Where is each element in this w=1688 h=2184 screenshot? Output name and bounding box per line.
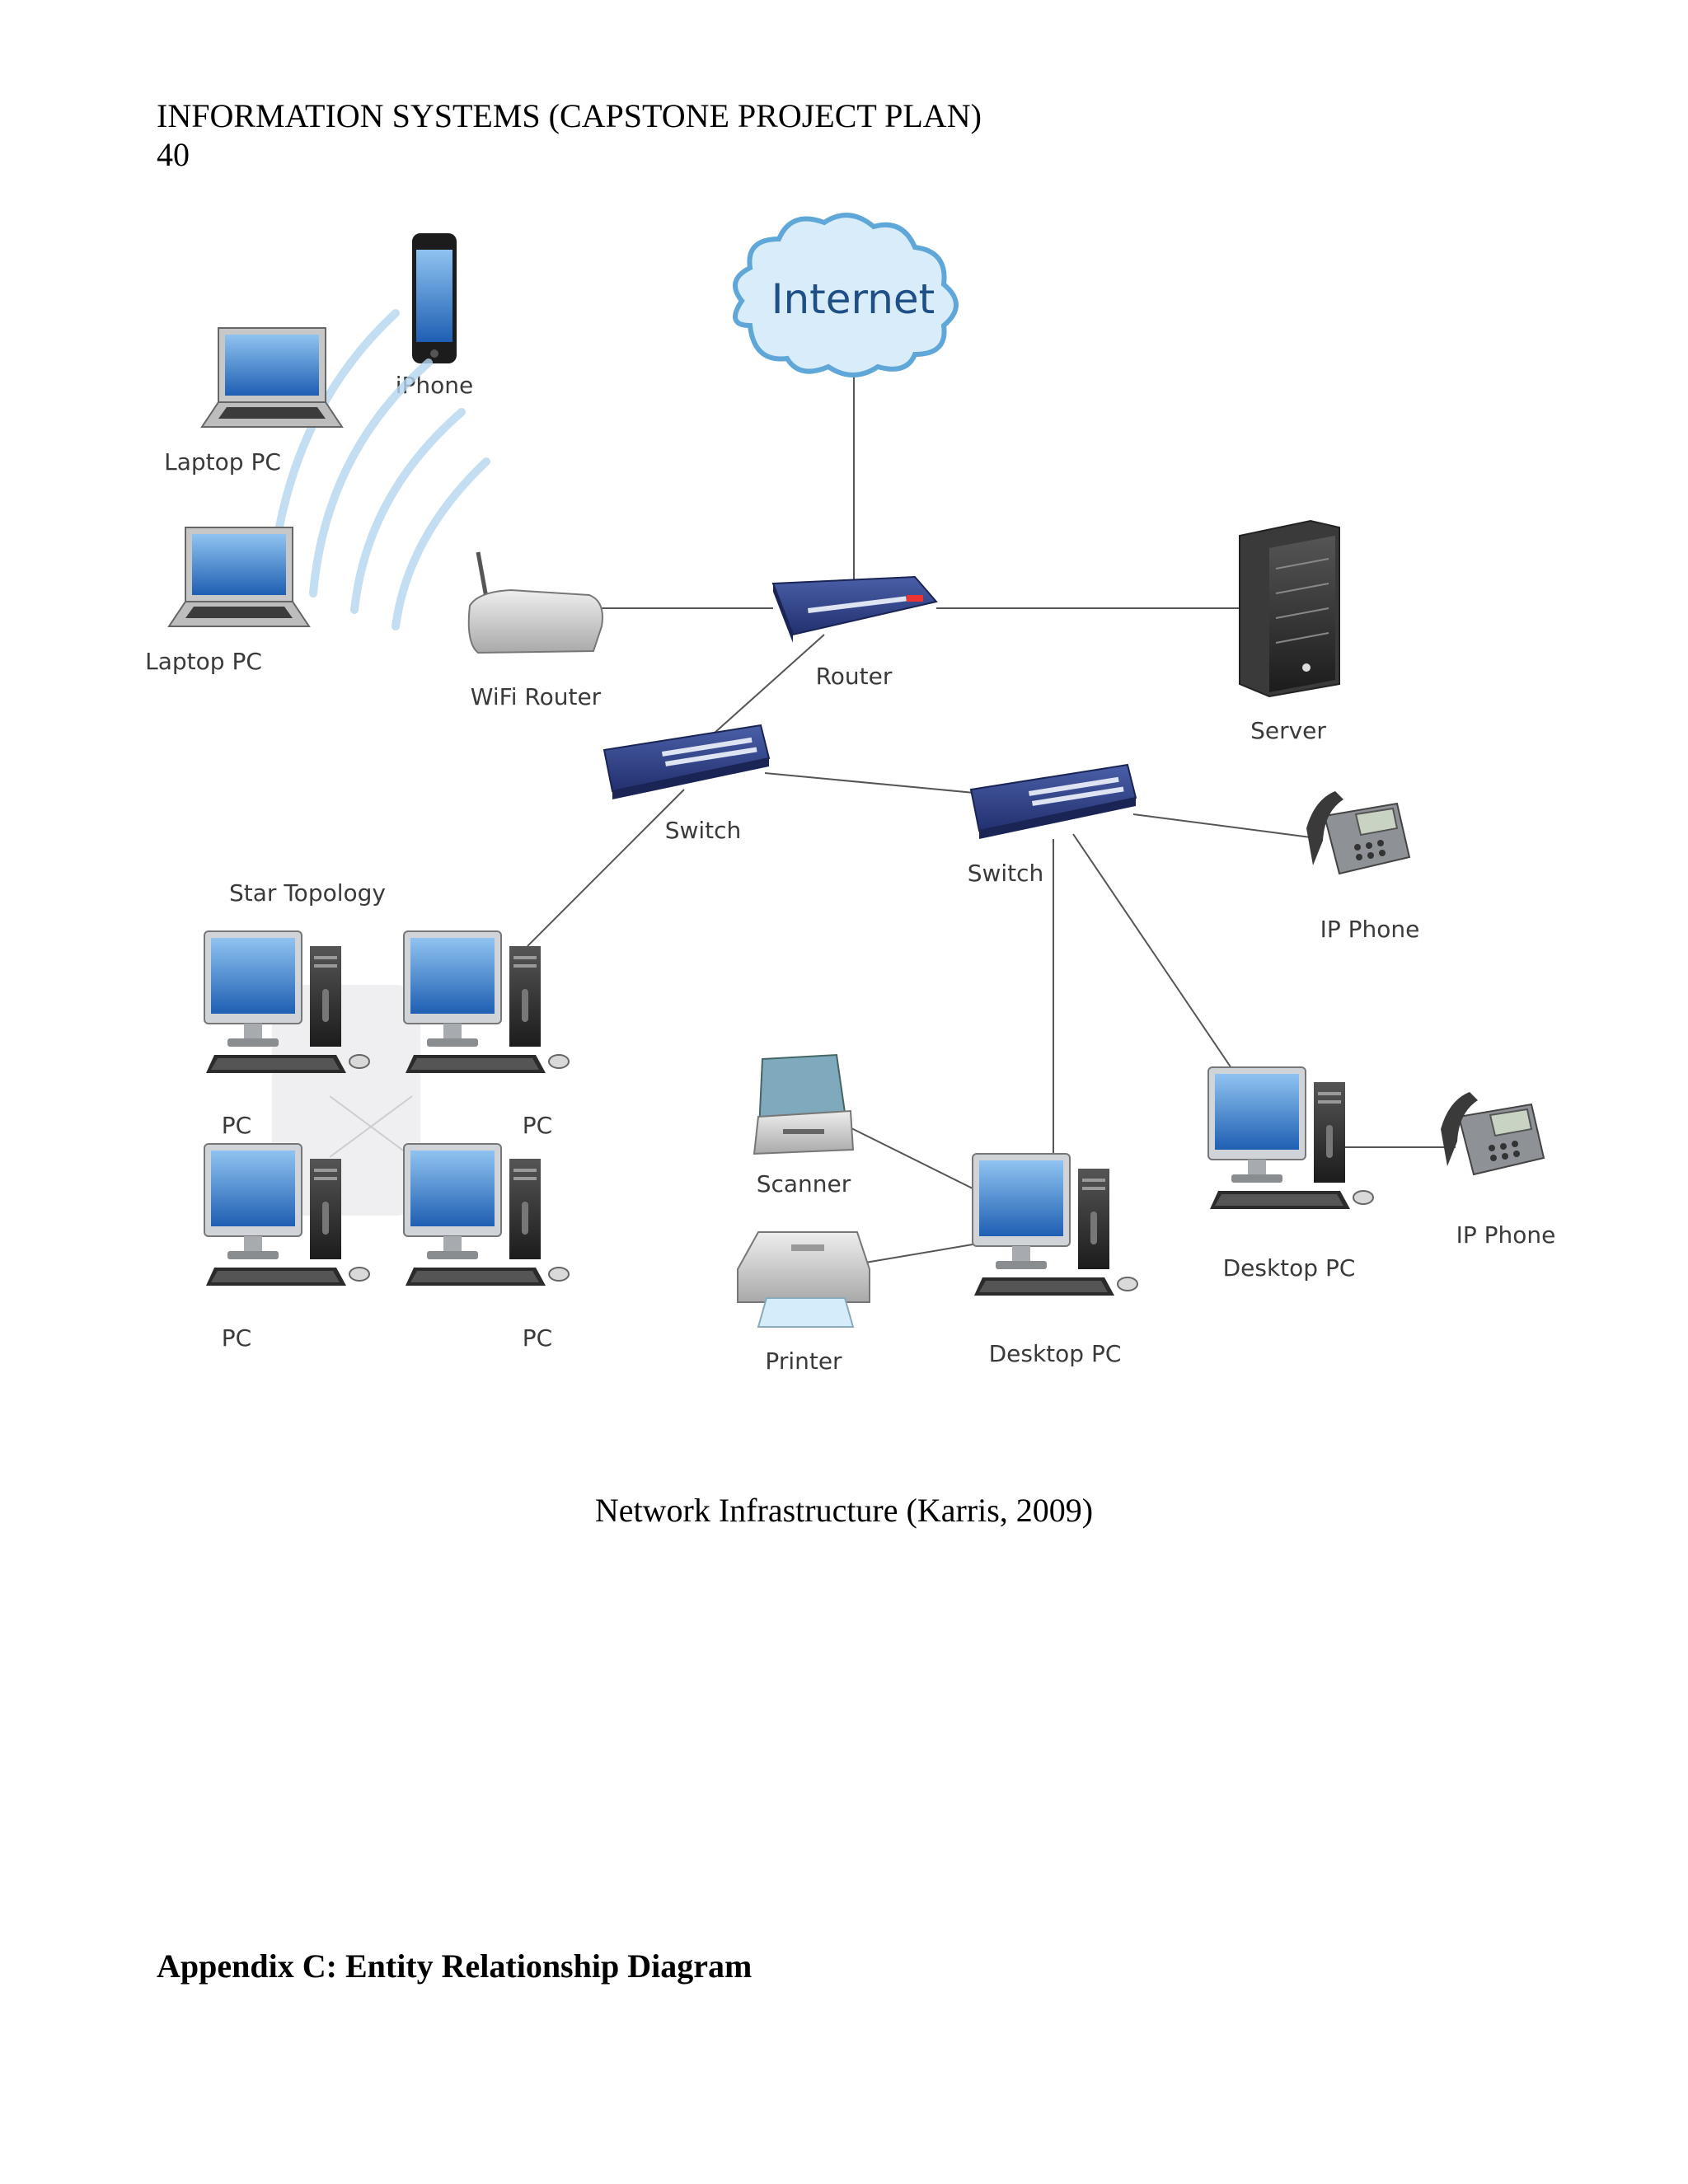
appendix-heading: Appendix C: Entity Relationship Diagram (157, 1947, 753, 1985)
internet-label: Internet (771, 275, 935, 323)
laptop-icon (201, 327, 343, 428)
pc-label: PC (222, 1324, 251, 1352)
figure-caption: Network Infrastructure (Karris, 2009) (594, 1492, 1094, 1529)
internet-cloud-icon (733, 213, 959, 377)
pc-label: PC (222, 1112, 251, 1139)
pc-label: PC (523, 1112, 552, 1139)
switch-label: Switch (665, 817, 742, 844)
printer-label: Printer (765, 1347, 842, 1375)
desktop-pc-icon (972, 1153, 1138, 1296)
wifi-router-label: WiFi Router (471, 683, 602, 710)
network-infrastructure-figure: Internet iPhone Laptop PC Laptop PC WiFi… (0, 190, 1688, 1426)
page-number: 40 (157, 136, 190, 173)
laptop-label: Laptop PC (145, 648, 262, 675)
laptop-icon (168, 527, 310, 627)
running-head: INFORMATION SYSTEMS (CAPSTONE PROJECT PL… (157, 97, 982, 134)
scanner-label: Scanner (757, 1170, 851, 1197)
desktop-pc-icon (1207, 1066, 1374, 1210)
pc-icon (403, 930, 570, 1074)
ip-phone-label: IP Phone (1320, 916, 1420, 943)
switch-icon (603, 724, 770, 800)
iphone-icon (412, 233, 457, 363)
star-topology-label: Star Topology (229, 879, 386, 907)
router-icon (771, 575, 938, 643)
switch-label: Switch (968, 860, 1044, 887)
ip-phone-icon (1306, 790, 1410, 874)
router-label: Router (816, 663, 893, 690)
pc-icon (403, 1143, 570, 1286)
pc-label: PC (523, 1324, 552, 1352)
scanner-icon (753, 1053, 855, 1155)
server-icon (1239, 519, 1340, 698)
ip-phone-label: IP Phone (1456, 1221, 1556, 1249)
printer-icon (737, 1231, 870, 1328)
wifi-router-icon (467, 551, 603, 654)
laptop-label: Laptop PC (164, 448, 281, 476)
desktop-pc-label: Desktop PC (989, 1340, 1122, 1367)
ip-phone-icon (1440, 1091, 1545, 1175)
switch-icon (970, 764, 1137, 840)
desktop-pc-label: Desktop PC (1223, 1254, 1356, 1282)
server-label: Server (1250, 717, 1326, 744)
